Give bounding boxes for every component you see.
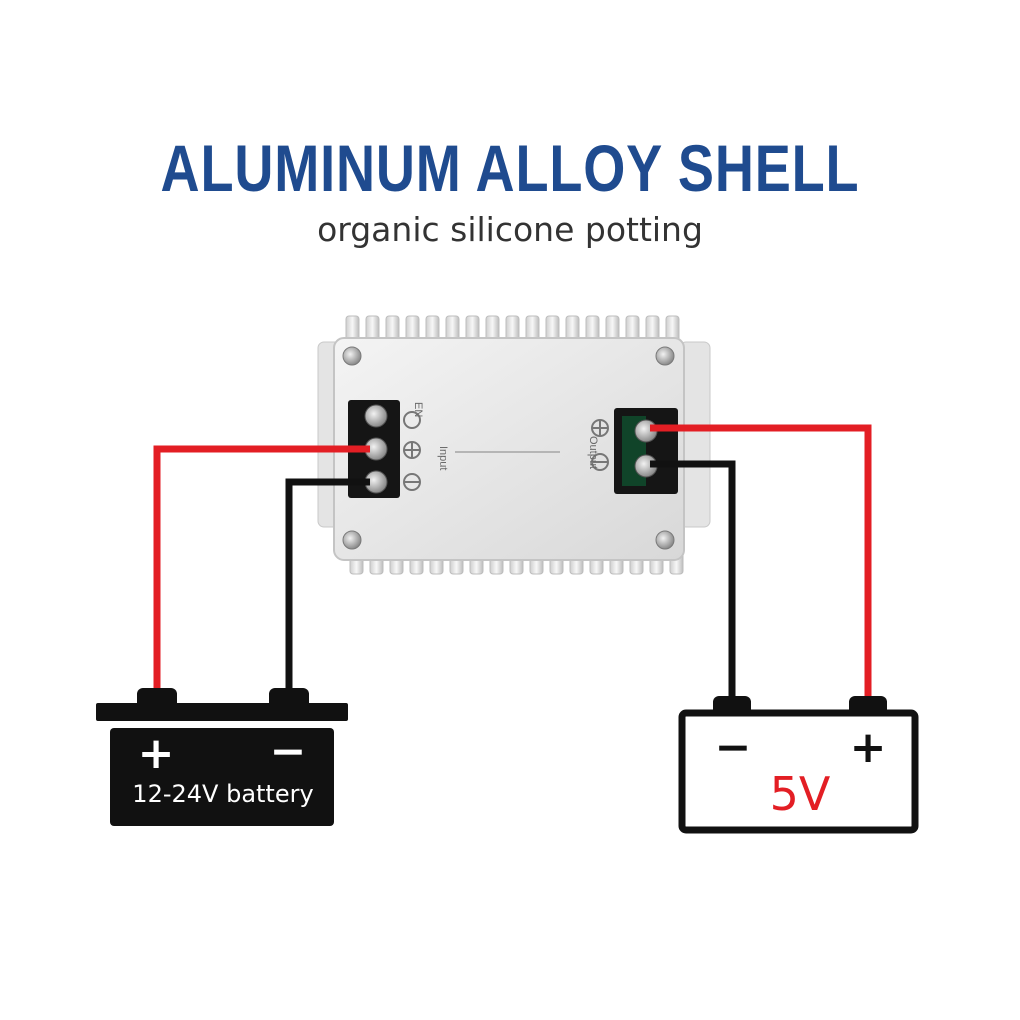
converter-module: EN Input Output: [317, 315, 711, 575]
battery-body: [678, 709, 919, 834]
battery-label: 5V: [770, 767, 831, 821]
page-subtitle: organic silicone potting: [317, 210, 703, 249]
output-markings: Output: [587, 419, 609, 471]
input-negative-wire: [285, 478, 370, 696]
input-markings: EN Input: [403, 402, 449, 491]
page-title: ALUMINUM ALLOY SHELL: [160, 131, 860, 205]
input-battery: + − 12-24V battery: [96, 688, 348, 826]
corner-screw-icon: [655, 530, 675, 550]
en-label: EN: [412, 402, 424, 417]
battery-label: 12-24V battery: [132, 780, 313, 808]
output-battery: − + 5V: [678, 696, 919, 834]
en-symbol-icon: [403, 411, 421, 429]
battery-minus-sign: −: [715, 722, 752, 773]
corner-screw-icon: [342, 530, 362, 550]
wires: [153, 424, 872, 702]
output-label: Output: [587, 436, 599, 469]
input-positive-wire: [153, 445, 370, 696]
battery-plus-sign: +: [850, 722, 887, 773]
battery-lid: [96, 703, 348, 721]
battery-body: [110, 728, 334, 826]
battery-minus-sign: −: [270, 726, 307, 777]
corner-screw-icon: [655, 346, 675, 366]
input-label: Input: [437, 446, 449, 470]
output-negative-wire: [650, 460, 736, 702]
terminal-screw-icon: [364, 404, 388, 428]
output-positive-wire: [650, 424, 872, 702]
battery-plus-sign: +: [138, 728, 175, 779]
corner-screw-icon: [342, 346, 362, 366]
